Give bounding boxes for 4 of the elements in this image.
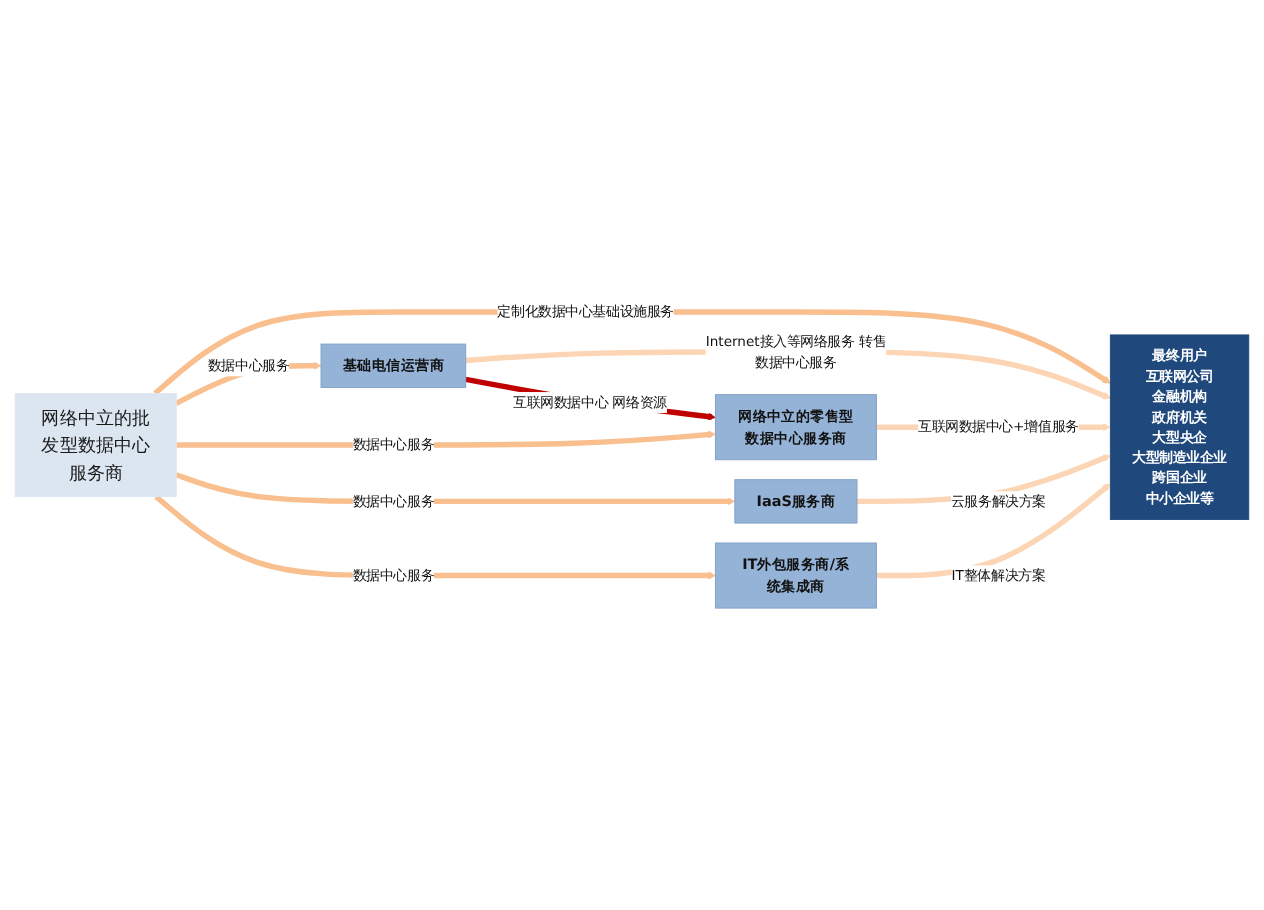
arrow (876, 483, 1111, 579)
arrow (465, 376, 716, 421)
arrow (153, 309, 1111, 396)
node-box: 网络中立的批发型数据中心服务商 (14, 393, 177, 498)
